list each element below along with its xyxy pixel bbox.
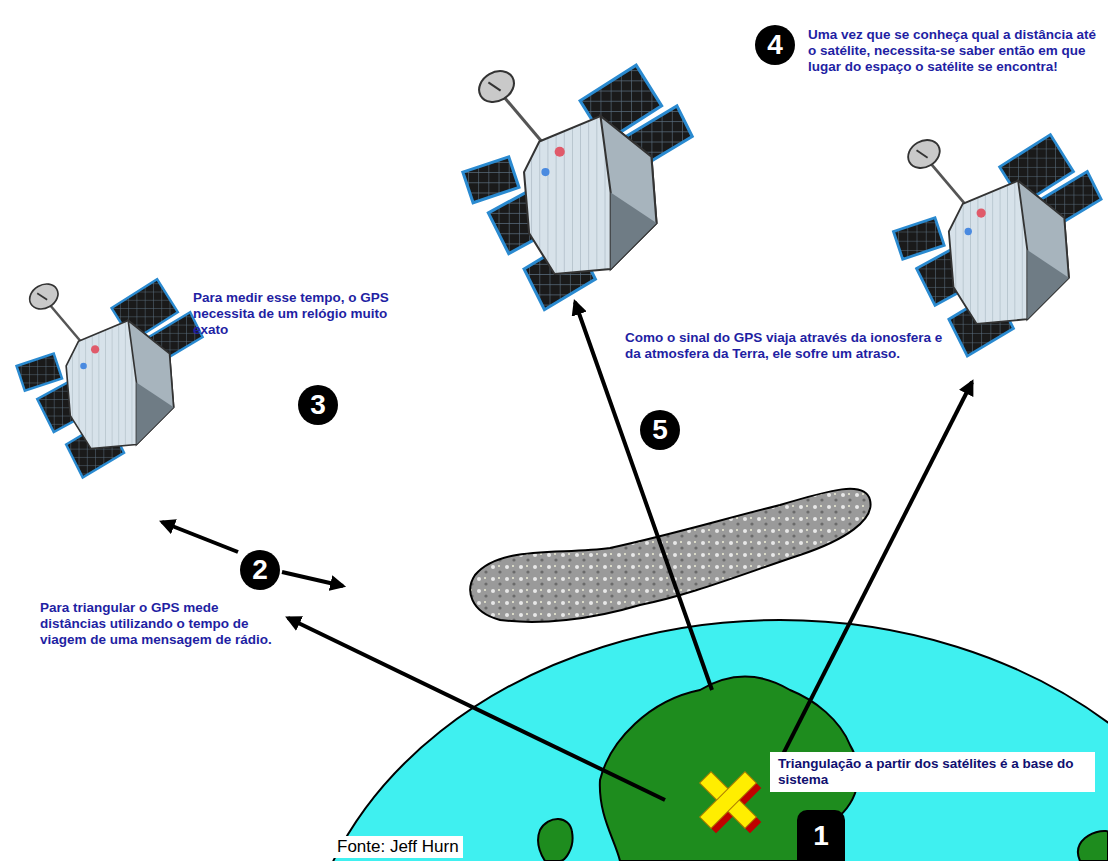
callout-text: 4	[767, 30, 783, 60]
annotation: Para triangular o GPS mede distâncias ut…	[40, 600, 285, 648]
callout-number: 2	[240, 550, 280, 590]
landmass	[1078, 831, 1108, 861]
signal-arrow	[288, 618, 665, 800]
island	[538, 819, 573, 861]
annotation: Como o sinal do GPS viaja através da ion…	[625, 330, 955, 362]
satellite	[17, 279, 203, 478]
satellite	[893, 135, 1101, 357]
callout-number: 4	[755, 25, 795, 65]
callout-text: 2	[252, 555, 268, 585]
distance-arrow	[282, 572, 343, 586]
annotation: Para medir esse tempo, o GPS necessita d…	[193, 290, 393, 338]
note-box: Triangulação a partir dos satélites é a …	[770, 752, 1095, 792]
callout-text: 3	[310, 390, 326, 420]
callout-number: 5	[640, 410, 680, 450]
box-text: Triangulação a partir dos satélites é a …	[778, 756, 1087, 788]
source-credit: Fonte: Jeff Hurn	[333, 836, 463, 858]
callout-text: 1	[813, 821, 829, 851]
position-marker	[700, 772, 762, 834]
signal-arrow	[775, 382, 972, 770]
annotation: Uma vez que se conheça qual a distância …	[808, 27, 1104, 75]
callout-text: 5	[652, 415, 668, 445]
satellite	[463, 65, 692, 310]
distance-arrow	[162, 522, 238, 552]
callout-number: 3	[298, 385, 338, 425]
earth	[300, 620, 1108, 861]
cloud	[470, 489, 870, 622]
callout-number: 1	[797, 810, 845, 861]
